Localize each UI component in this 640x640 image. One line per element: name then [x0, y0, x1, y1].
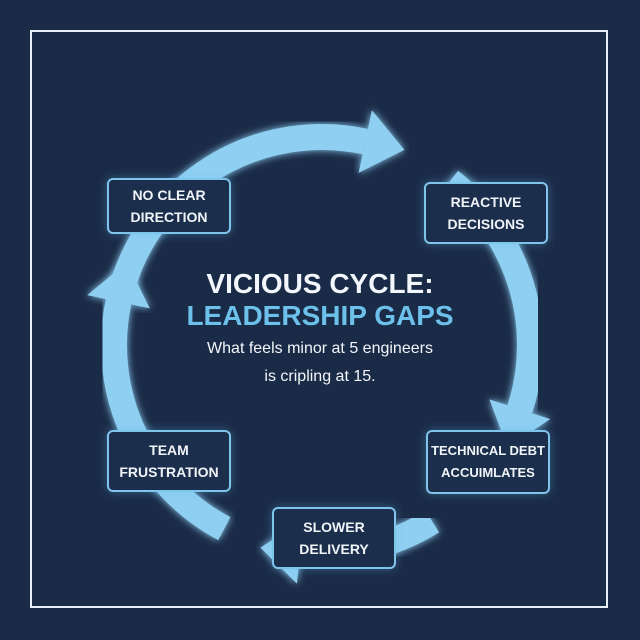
title-line-1: VICIOUS CYCLE:	[206, 268, 434, 299]
step-label: FRUSTRATION	[119, 464, 219, 480]
center-title: VICIOUS CYCLE: LEADERSHIP GAPS What feel…	[170, 268, 470, 388]
step-label: ACCUIMLATES	[441, 465, 535, 480]
step-team-frustration: TEAM FRUSTRATION	[107, 430, 231, 492]
step-label: DIRECTION	[130, 209, 208, 225]
step-label: SLOWER	[303, 519, 365, 535]
step-label: TECHNICAL DEBT	[431, 443, 545, 458]
title-line-2: LEADERSHIP GAPS	[186, 300, 454, 331]
step-label: TEAM	[149, 442, 189, 458]
arrow-top-head-icon	[358, 110, 405, 173]
step-technical-debt: TECHNICAL DEBT ACCUIMLATES	[426, 430, 550, 494]
step-slower-delivery: SLOWER DELIVERY	[272, 507, 396, 569]
step-reactive-decisions: REACTIVE DECISIONS	[424, 182, 548, 244]
step-label: REACTIVE	[450, 194, 522, 210]
step-label: NO CLEAR	[132, 187, 206, 203]
step-no-clear-direction: NO CLEAR DIRECTION	[107, 178, 231, 234]
arrow-left-head-icon	[87, 262, 150, 309]
frame-border	[30, 30, 608, 608]
arrow-top-shaft	[108, 124, 368, 295]
step-label: DECISIONS	[447, 216, 525, 232]
subtitle-line-2: is cripling at 15.	[264, 368, 376, 385]
subtitle-line-1: What feels minor at 5 engineers	[207, 340, 433, 357]
step-label: DELIVERY	[299, 541, 369, 557]
